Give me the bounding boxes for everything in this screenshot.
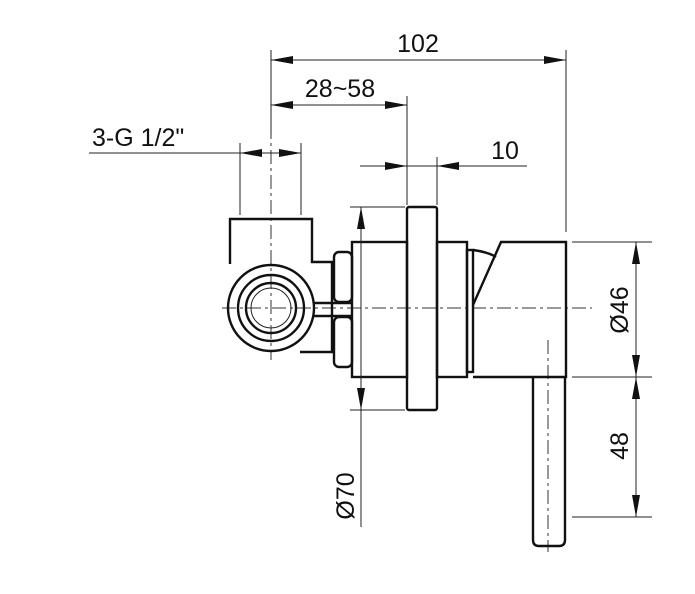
dimension-label-d70: Ø70 [332,472,360,519]
dimension-flange-thickness: 10 [360,137,527,205]
dimension-thread: 3-G 1/2" [89,124,302,215]
dimension-label-10: 10 [491,137,519,165]
dimension-label-thread: 3-G 1/2" [92,124,184,152]
dimension-flange-diameter: Ø70 [332,206,405,527]
mixer-valve-body [226,205,568,548]
dimension-wall-depth: 28~58 [271,75,408,205]
dimension-overall-length: 102 [270,30,567,232]
dimension-label-28-58: 28~58 [305,75,375,103]
dimension-lever-length: 48 [572,377,652,518]
dimension-label-102: 102 [397,30,439,58]
dimension-label-d46: Ø46 [606,286,634,333]
dimension-handle-diameter: Ø46 [572,241,652,378]
dimension-label-48: 48 [606,432,634,460]
